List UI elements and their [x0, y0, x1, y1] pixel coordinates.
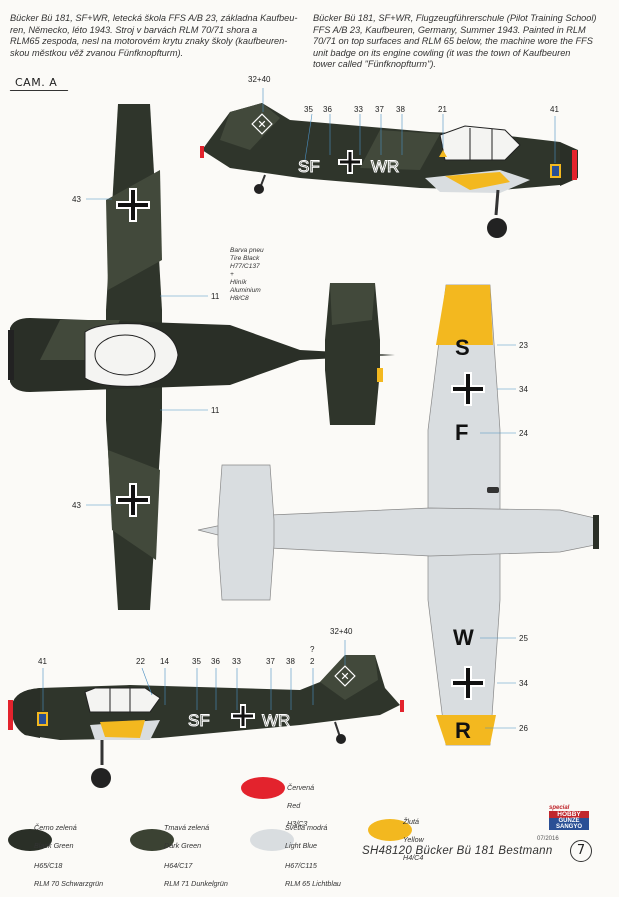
callout-plan-3: 11	[211, 406, 220, 415]
side-view-top: SF WR 32+40 35 36 33 37 38 21 41	[200, 75, 578, 238]
intro-text-czech: Bücker Bü 181, SF+WR, letecká škola FFS …	[10, 13, 298, 58]
callout-top-3: 36	[323, 105, 332, 114]
callout-under-3: 24	[519, 429, 528, 438]
page-number: 7	[570, 840, 592, 862]
swatch-3-rlm: RLM 65 Lichtblau	[285, 879, 341, 888]
swatch-4-cz: Žlutá	[403, 817, 419, 826]
underside-letter-1: S	[455, 335, 470, 360]
registration-right-top: WR	[371, 157, 399, 176]
callout-bottom-7: 35	[192, 657, 201, 666]
callout-plan-1: 43	[72, 195, 81, 204]
underside-letter-4: R	[455, 718, 471, 743]
brand-gunze: GUNZE SANGYO	[549, 818, 589, 830]
brand-hobby: HOBBY	[549, 811, 589, 818]
callout-top-1: 32+40	[248, 75, 271, 84]
swatch-1-en: Black Green	[34, 841, 74, 850]
swatch-2-en: Dark Green	[164, 841, 202, 850]
swatch-3-en: Light Blue	[285, 841, 317, 850]
registration-left-top: SF	[298, 157, 320, 176]
callout-top-8: 41	[550, 105, 559, 114]
red-cz: Červená	[287, 783, 315, 792]
swatch-1-codes: H65/C18	[34, 861, 63, 870]
callout-bottom-3: 2	[310, 657, 315, 666]
callout-plan-4: 43	[72, 501, 81, 510]
swatch-1-cz: Černo zelená	[34, 823, 77, 832]
camouflage-label: CAM. A	[15, 76, 58, 89]
swatch-2-rlm: RLM 71 Dunkelgrün	[164, 879, 228, 888]
swatch-3-cz: Světlá modrá	[285, 823, 328, 832]
callout-bottom-9: 33	[232, 657, 241, 666]
tire-color-note: Barva pneu Tire Black H77/C137 + Hliník …	[230, 247, 264, 302]
swatch-4-codes: H4/C4	[403, 853, 424, 862]
swatch-2-cz: Tmavá zelená	[164, 823, 210, 832]
date-label: 07/2016	[537, 836, 559, 842]
callout-under-5: 34	[519, 679, 528, 688]
callout-under-4: 25	[519, 634, 528, 643]
swatch-3-codes: H67/C115	[285, 861, 317, 870]
red-codes: H3/C3	[287, 819, 308, 828]
plan-view-under: S F W R 23 34 24 25 34 26	[197, 284, 599, 746]
swatch-red	[241, 777, 285, 799]
red-en: Red	[287, 801, 301, 810]
fuselage-side-left	[11, 655, 400, 740]
callout-bottom-5: 22	[136, 657, 145, 666]
black-green-legend: Černo zelená Black Green H65/C18 RLM 70 …	[34, 814, 103, 897]
brand-special: special	[549, 805, 570, 811]
callout-under-6: 26	[519, 724, 528, 733]
callout-bottom-2: ?	[310, 645, 315, 654]
intro-text-english: Bücker Bü 181, SF+WR, Flugzeugführerschu…	[313, 13, 597, 69]
callout-bottom-4: 41	[38, 657, 47, 666]
red-swatch-text: Červená Red H3/C3	[287, 774, 314, 837]
callout-bottom-8: 36	[211, 657, 220, 666]
swatch-dark-green	[130, 829, 174, 851]
light-blue-legend: Světlá modrá Light Blue H67/C115 RLM 65 …	[285, 814, 341, 897]
dark-green-legend: Tmavá zelená Dark Green H64/C17 RLM 71 D…	[164, 814, 228, 897]
page-title: SH48120 Bücker Bü 181 Bestmann	[362, 845, 553, 857]
swatch-2-codes: H64/C17	[164, 861, 193, 870]
underside-letter-3: W	[453, 625, 474, 650]
side-view-bottom: SF WR 32+40 ? 2 41 22 14 35 36 33 37 38	[8, 627, 404, 788]
underside-letter-2: F	[455, 420, 468, 445]
swatch-yellow	[368, 819, 412, 841]
registration-left-bottom: SF	[188, 711, 210, 730]
callout-top-7: 21	[438, 105, 447, 114]
yellow-legend: Žlutá Yellow H4/C4	[403, 808, 424, 871]
callout-top-5: 37	[375, 105, 384, 114]
callout-plan-2: 11	[211, 292, 220, 301]
brand-logo: special HOBBY GUNZE SANGYO	[549, 805, 589, 834]
callout-under-2: 34	[519, 385, 528, 394]
swatch-1-rlm: RLM 70 Schwarzgrün	[34, 879, 104, 888]
aircraft-illustrations: SF WR 32+40 35 36 33 37 38 21 41	[8, 75, 599, 851]
registration-right-bottom: WR	[262, 711, 290, 730]
swatch-4-en: Yellow	[403, 835, 424, 844]
callout-bottom-1: 32+40	[330, 627, 353, 636]
callout-top-4: 33	[354, 105, 363, 114]
callout-top-6: 38	[396, 105, 405, 114]
swatch-black-green	[8, 829, 52, 851]
callout-bottom-11: 38	[286, 657, 295, 666]
callout-bottom-6: 14	[160, 657, 169, 666]
callout-bottom-10: 37	[266, 657, 275, 666]
plan-view-upper: 43 11 11 43	[8, 104, 395, 610]
swatch-light-blue	[250, 829, 294, 851]
callout-under-1: 23	[519, 341, 528, 350]
callout-top-2: 35	[304, 105, 313, 114]
